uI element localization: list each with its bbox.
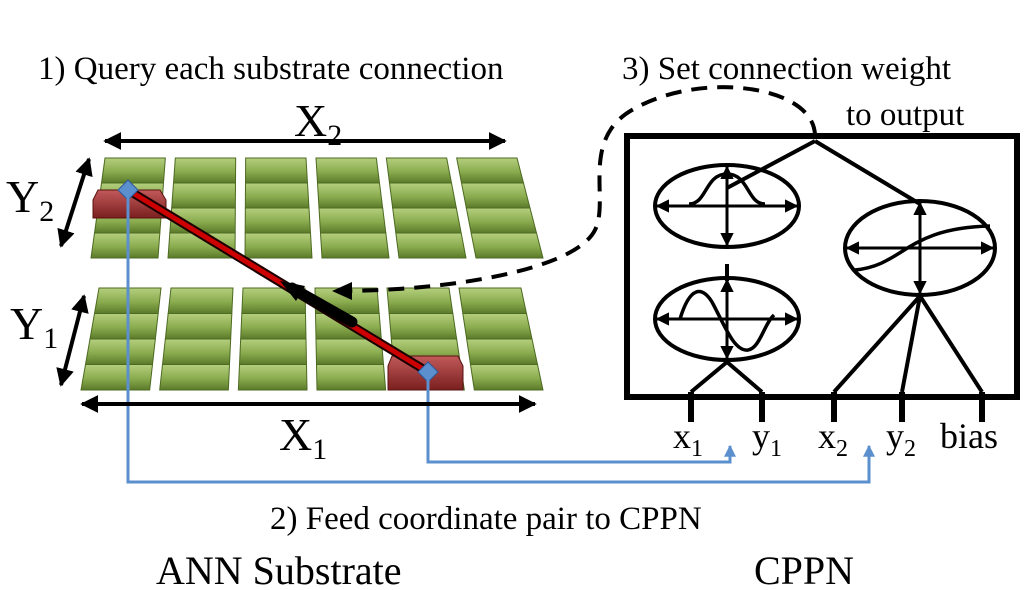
substrate-node (167, 287, 234, 314)
substrate-node (237, 364, 308, 391)
cppn-title: CPPN (754, 548, 854, 590)
gaussian-icon (653, 163, 801, 249)
substrate-node (469, 364, 544, 391)
x1-label: X1 (279, 409, 327, 466)
dimension-arrows (56, 132, 537, 413)
cppn-input-bias: bias (940, 416, 998, 456)
substrate-title: ANN Substrate (156, 548, 402, 590)
substrate-node (161, 338, 232, 365)
substrate-node (238, 338, 308, 365)
cppn-box (624, 133, 1020, 400)
substrate-node (388, 313, 458, 340)
substrate-node (171, 182, 237, 209)
substrate-node (462, 313, 533, 340)
substrate-node (466, 338, 539, 365)
cppn-edges (689, 139, 984, 394)
substrate-node (385, 157, 453, 184)
top-substrate-layer (90, 157, 544, 259)
substrate-node (100, 157, 166, 184)
substrate-node (470, 232, 544, 259)
connection-arrow-head (280, 281, 305, 301)
y1-label: Y1 (10, 298, 58, 355)
cppn-input-x2: x2 (818, 416, 848, 462)
substrate-node (244, 207, 312, 234)
substrate-node (458, 287, 528, 314)
substrate-node (395, 232, 467, 259)
substrate-connection (125, 186, 431, 376)
cppn-input-stubs (688, 392, 985, 422)
y2-label: Y2 (6, 171, 54, 228)
substrate-node (392, 207, 462, 234)
y1-dimension-arrow (56, 294, 89, 387)
substrate-node (244, 157, 309, 184)
substrate-node (316, 182, 384, 209)
sigmoid-icon (843, 199, 997, 297)
step1-label: 1) Query each substrate connection (38, 51, 503, 87)
cppn-input-y1: y1 (752, 416, 782, 462)
x2-label: X2 (294, 95, 342, 152)
substrate-node (456, 157, 525, 184)
substrate-node (244, 232, 313, 259)
sine-icon (653, 276, 801, 362)
substrate-node (90, 232, 161, 259)
weight-arrow-head (332, 282, 352, 300)
step3-label-line2: to output (846, 97, 964, 133)
substrate-node (465, 207, 538, 234)
feed-lines (126, 190, 875, 484)
substrate-node (388, 182, 457, 209)
substrate-node (315, 157, 381, 184)
substrate-node (89, 313, 159, 340)
substrate-node (460, 182, 531, 209)
step2-label: 2) Feed coordinate pair to CPPN (270, 501, 702, 537)
feed-line-bottom-node (426, 372, 736, 464)
cppn-input-y2: y2 (886, 416, 916, 462)
substrate-node (80, 364, 154, 391)
substrate-node (386, 287, 454, 314)
output-to-weight-dashed-line (344, 85, 817, 293)
substrate-node (240, 313, 307, 340)
cppn-input-x1: x1 (673, 416, 703, 462)
substrate-node (164, 313, 233, 340)
feed-line-top-node (126, 190, 875, 484)
substrate-node (319, 232, 390, 259)
step3-label: 3) Set connection weight (622, 51, 951, 87)
substrate-node (244, 182, 310, 209)
substrate-node (318, 207, 387, 234)
cppn-network (624, 133, 1020, 422)
substrate-node (159, 364, 231, 391)
substrate-node (315, 364, 387, 391)
substrate-node (84, 338, 156, 365)
substrate-node (172, 157, 237, 184)
y2-dimension-arrow (57, 157, 93, 248)
